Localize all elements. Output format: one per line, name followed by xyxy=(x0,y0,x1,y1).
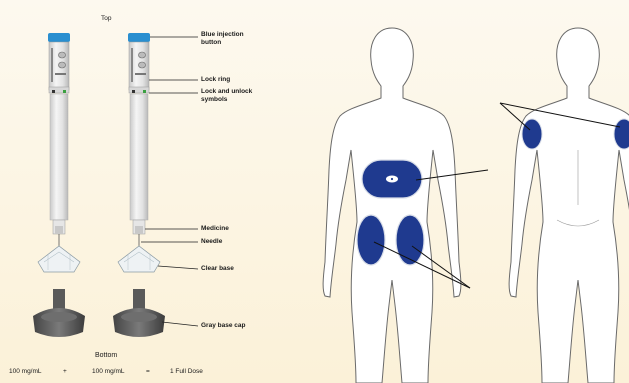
pen-left-dial-2 xyxy=(59,62,66,68)
blue-injection-button-label-line2: button xyxy=(201,39,244,47)
dose-term-2: 100 mg/mL xyxy=(92,368,125,376)
back-body-outline xyxy=(509,28,629,383)
blue-injection-button-label: Blue injection button xyxy=(201,31,244,46)
lock-symbols-label: Lock and unlock symbols xyxy=(201,88,252,103)
pen-left-medicine xyxy=(55,226,63,234)
pen-right-button xyxy=(128,33,150,42)
dose-plus-sign: + xyxy=(63,368,67,376)
blue-injection-button-label-line1: Blue injection xyxy=(201,31,244,39)
lock-icon xyxy=(52,90,55,93)
left-upper-arm-injection-site xyxy=(522,119,542,149)
bottom-label: Bottom xyxy=(95,352,117,360)
pen-left-button xyxy=(48,33,70,42)
right-thigh-injection-site xyxy=(396,215,424,265)
gray-base-cap-label: Gray base cap xyxy=(201,322,245,330)
pen-leader-lines xyxy=(141,37,198,326)
left-thigh-injection-site xyxy=(357,215,385,265)
pen-left xyxy=(33,33,85,337)
lock-ring-label: Lock ring xyxy=(201,76,230,84)
dose-term-1: 100 mg/mL xyxy=(9,368,42,376)
front-body-figure xyxy=(323,28,461,383)
unlock-icon xyxy=(63,90,66,93)
top-label: Top xyxy=(101,15,111,23)
pen-right-gray-base-cap xyxy=(113,289,165,337)
dose-result: 1 Full Dose xyxy=(170,368,203,376)
lock-symbols-label-line2: symbols xyxy=(201,96,252,104)
pen-left-dial-1 xyxy=(59,52,66,58)
pen-right xyxy=(113,33,165,337)
front-body-outline xyxy=(323,28,461,383)
pen-left-barrel xyxy=(50,94,68,220)
abdomen-injection-site xyxy=(362,160,422,198)
pen-right-clear-base xyxy=(118,246,160,272)
medicine-label: Medicine xyxy=(201,225,229,233)
pen-left-gray-base-cap xyxy=(33,289,85,337)
pen-right-barrel xyxy=(130,94,148,220)
dose-equals-sign: = xyxy=(146,368,150,376)
clear-base-label: Clear base xyxy=(201,265,234,273)
back-body-figure xyxy=(509,28,629,383)
lock-symbols-label-line1: Lock and unlock xyxy=(201,88,252,96)
needle-label: Needle xyxy=(201,238,222,246)
pen-left-clear-base xyxy=(38,246,80,272)
